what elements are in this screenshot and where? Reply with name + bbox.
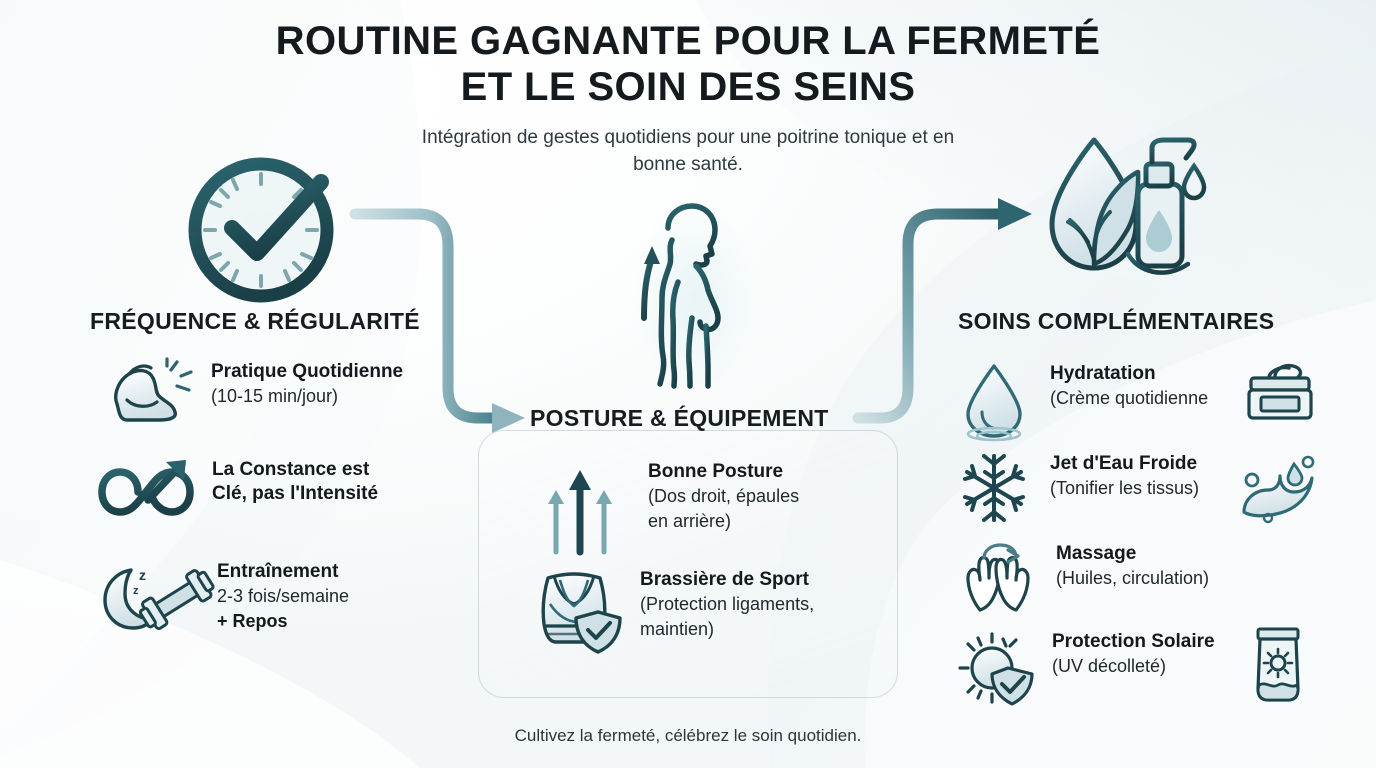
column-soins: SOINS COMPLÉMENTAIRES (958, 308, 1274, 335)
item-bonne-posture: Bonne Posture (Dos droit, épaules en arr… (540, 460, 800, 556)
cream-jar-icon (1247, 363, 1313, 420)
leaf-droplet-pump-icon (1049, 137, 1207, 275)
item-subtitle: (UV décolleté) (1052, 656, 1167, 676)
item-brassiere-sport: Brassière de Sport (Protection ligaments… (530, 568, 815, 654)
clock-check-icon (187, 156, 335, 304)
column-posture: POSTURE & ÉQUIPEMENT (530, 405, 829, 432)
water-splash-icon (1242, 455, 1315, 524)
item-subtitle: (10-15 min/jour) (211, 386, 339, 406)
posture-figure-icon (633, 203, 757, 393)
header-block: ROUTINE GAGNANTE POUR LA FERMETÉ ET LE S… (0, 18, 1376, 197)
item-title: Entraînement (217, 561, 339, 582)
svg-text:z: z (133, 585, 139, 597)
item-jet-eau-froide: Jet d'Eau Froide (Tonifier les tissus) (960, 452, 1199, 524)
item-title: Brassière de Sport (640, 569, 809, 590)
item-title: Massage (1056, 543, 1137, 564)
connector-posture-to-soins (852, 198, 1032, 424)
item-title: Hydratation (1050, 363, 1156, 384)
column-posture-heading: POSTURE & ÉQUIPEMENT (530, 405, 829, 431)
item-protection-solaire: Protection Solaire (UV décolleté) (958, 630, 1215, 706)
item-title: Pratique Quotidienne (211, 361, 404, 382)
item-pratique-quotidienne: Pratique Quotidienne (10-15 min/jour) (105, 357, 404, 422)
flexed-bicep-icon (114, 357, 193, 422)
footer-tagline: Cultivez la fermeté, célébrez le soin qu… (514, 726, 862, 745)
page-subtitle: Intégration de gestes quotidiens pour un… (421, 127, 955, 175)
sports-bra-shield-icon (541, 572, 622, 654)
infinity-arrow-icon (98, 460, 194, 516)
sunscreen-tube-icon (1256, 627, 1300, 702)
column-frequence-heading: FRÉQUENCE & RÉGULARITÉ (90, 308, 420, 334)
item-entrainement: z z Entraînement 2-3 fois/semaine + Repo… (95, 560, 349, 634)
item-title: Jet d'Eau Froide (1050, 453, 1198, 474)
sun-shield-icon (958, 632, 1034, 706)
page-title: ROUTINE GAGNANTE POUR LA FERMETÉ ET LE S… (275, 19, 1101, 109)
item-subtitle-line2: en arrière) (648, 511, 732, 531)
connector-freq-to-posture (349, 208, 525, 433)
svg-text:z: z (139, 567, 146, 583)
massage-hands-icon (966, 543, 1030, 612)
item-subtitle: 2-3 fois/semaine (217, 586, 350, 606)
posture-panel (478, 430, 898, 698)
item-subtitle: (Crème quotidienne (1050, 388, 1209, 408)
column-frequence: FRÉQUENCE & RÉGULARITÉ (90, 308, 420, 335)
item-subtitle-line2: maintien) (640, 619, 715, 639)
snowflake-icon (963, 454, 1025, 522)
water-drop-icon (966, 364, 1022, 442)
item-constance: La Constance est Clé, pas l'Intensité (98, 458, 378, 524)
item-title: Bonne Posture (648, 461, 784, 482)
item-subtitle: (Protection ligaments, (640, 594, 815, 614)
item-title: La Constance est (212, 459, 370, 480)
item-hydratation: Hydratation (Crème quotidienne (960, 362, 1209, 442)
column-soins-heading: SOINS COMPLÉMENTAIRES (958, 308, 1275, 334)
item-title-line2: Clé, pas l'Intensité (212, 483, 379, 504)
item-subtitle: (Dos droit, épaules (648, 486, 800, 506)
moon-dumbbell-icon: z z (103, 567, 215, 631)
item-title: Protection Solaire (1052, 631, 1215, 652)
item-subtitle: (Tonifier les tissus) (1050, 478, 1200, 498)
item-massage: Massage (Huiles, circulation) (960, 542, 1209, 612)
three-up-arrows-icon (548, 470, 612, 556)
item-subtitle: (Huiles, circulation) (1056, 568, 1210, 588)
item-subtitle-bold: + Repos (217, 611, 288, 631)
